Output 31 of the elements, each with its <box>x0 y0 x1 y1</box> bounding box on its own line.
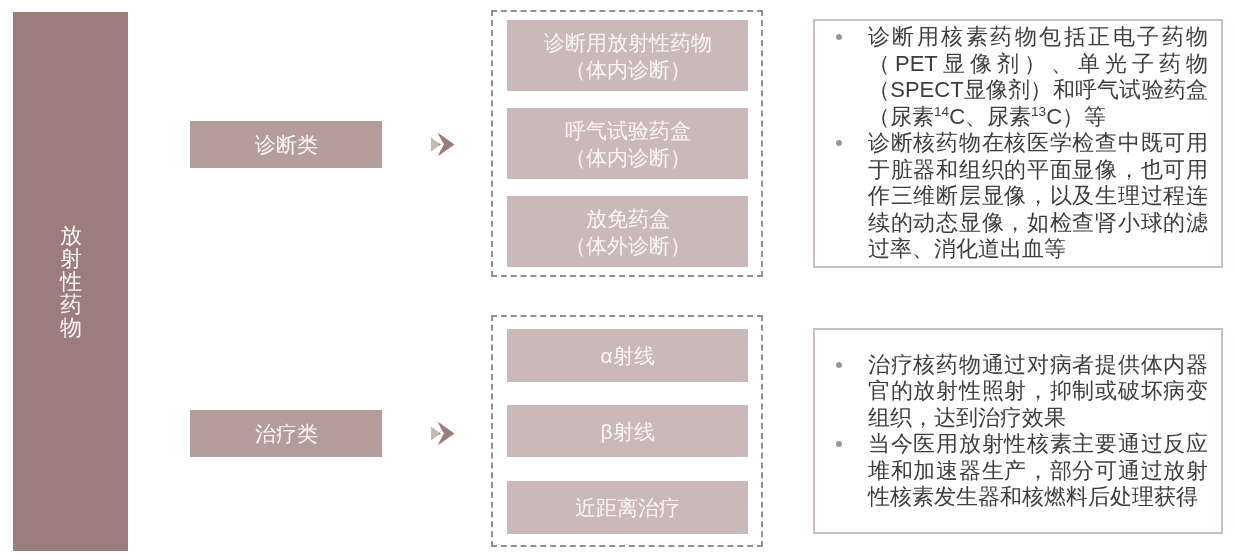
dashed-group-box <box>491 10 763 277</box>
dashed-group-box <box>491 315 763 547</box>
item-box <box>507 196 748 267</box>
item-box <box>507 481 748 534</box>
note-text: 当今医用放射性核素主要通过反应堆和加速器生产，部分可通过放射性核素发生器和核燃料后处理获得 <box>868 431 1208 511</box>
item-box <box>507 20 748 91</box>
note-text: 诊断核药物在核医学检查中既可用于脏器和组织的平面显像，也可用作三维断层显像，以及生理过程连续的动态显像，如检查肾小球的滤过率、消化道出血等 <box>868 130 1208 263</box>
bar-label: 放射性药物 <box>59 224 82 339</box>
box-label: 放免药盒 <box>585 205 670 232</box>
box-label: 诊断用放射性药物 <box>543 29 712 56</box>
item-box <box>507 405 748 457</box>
box-label: 近距离治疗 <box>575 495 680 521</box>
note-text: 诊断用核素药物包括正电子药物（PET显像剂）、单光子药物（SPECT显像剂）和呼气试验药盒（尿素$^{14}$C、尿素$^{13}$C）等 <box>868 24 1208 131</box>
box-label: 诊断类 <box>254 131 318 158</box>
item-box <box>507 329 748 382</box>
item-box <box>507 108 748 179</box>
note-box <box>813 328 1223 534</box>
chevron-arrow <box>430 132 455 157</box>
category-box <box>190 121 382 168</box>
note-box <box>813 19 1223 268</box>
title-bar <box>13 12 128 551</box>
category-box <box>190 410 382 457</box>
box-label: 治疗类 <box>254 420 318 447</box>
box-label: （体内诊断） <box>564 56 691 83</box>
box-label: （体内诊断） <box>564 144 691 171</box>
box-label: α射线 <box>600 343 655 369</box>
note-text: 治疗核药物通过对病者提供体内器官的放射性照射，抑制或破坏病变组织，达到治疗效果 <box>868 351 1208 431</box>
box-label: （体外诊断） <box>564 232 691 259</box>
chevron-arrow <box>430 421 455 446</box>
box-label: 呼气试验药盒 <box>564 117 691 144</box>
box-label: β射线 <box>600 418 655 445</box>
